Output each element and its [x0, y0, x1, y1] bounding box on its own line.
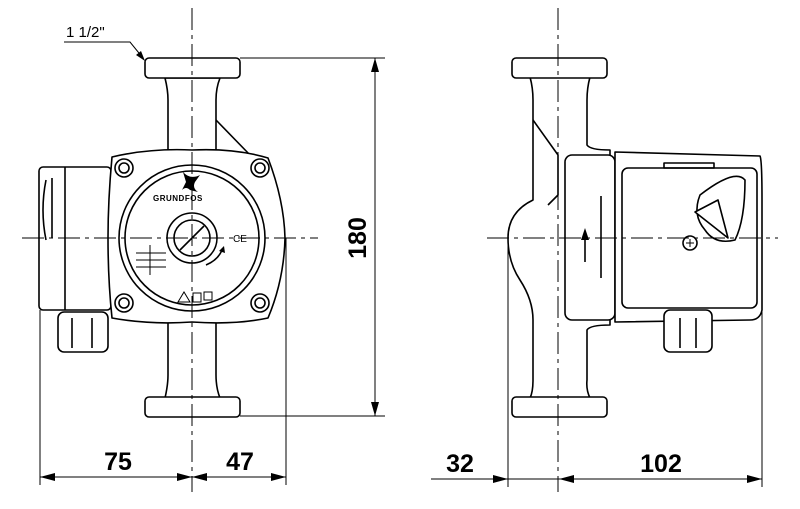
- side-volute-edge: [532, 119, 559, 206]
- screw-icon: [682, 235, 698, 251]
- terminal-clip: [42, 178, 53, 241]
- screw-cross: [686, 239, 694, 247]
- grundfos-logo-icon: [182, 172, 200, 192]
- motor-top-rib: [663, 162, 715, 169]
- dimension-47: 47: [226, 448, 254, 476]
- rotation-arrow-head: [219, 246, 225, 253]
- side-bottom-flange: [511, 396, 608, 418]
- flow-direction-arrow-icon: [581, 228, 589, 240]
- front-width-dimensions: [39, 238, 287, 485]
- dimension-75: 75: [104, 448, 132, 476]
- connection-leader-line: [64, 41, 144, 59]
- side-width-dimensions: [431, 238, 763, 487]
- side-cable-gland: [663, 309, 713, 353]
- front-pipe-taper: [215, 119, 251, 156]
- brand-label: GRUNDFOS: [153, 194, 203, 203]
- connection-size-label: 1 1/2": [66, 24, 105, 41]
- dimension-32: 32: [446, 450, 474, 478]
- height-dimension-value: 180: [344, 217, 372, 259]
- height-dimension: [240, 57, 385, 417]
- side-top-flange: [511, 57, 608, 79]
- ce-mark: CE: [233, 234, 247, 245]
- safety-symbols-icon: [177, 291, 213, 303]
- speed-selector-pointer: [694, 199, 729, 239]
- bolt-holes: [114, 158, 270, 313]
- leader-arrow: [136, 51, 145, 61]
- cable-gland: [57, 311, 109, 353]
- dimension-102: 102: [640, 450, 682, 478]
- speed-scale-icon: [136, 245, 166, 275]
